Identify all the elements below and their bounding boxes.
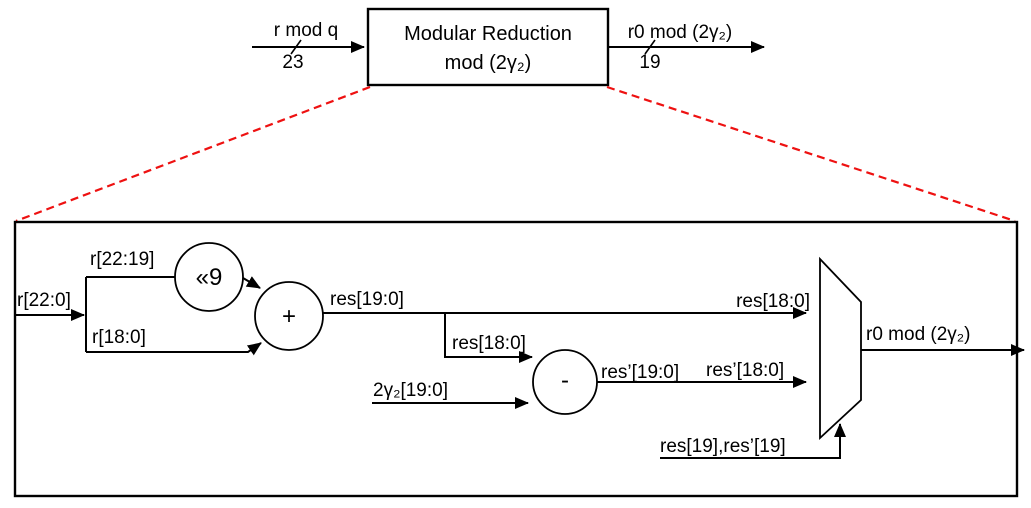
zoom-dashed-line-right: [606, 85, 1016, 223]
adder-op-label: +: [282, 303, 296, 330]
sub-branch-label: res[18:0]: [452, 333, 526, 354]
modular-reduction-block: [366, 7, 610, 87]
adder-circle: [254, 281, 324, 351]
overview-input-buswidth-tick: [290, 39, 302, 55]
overview-output-buswidth-tick: [644, 39, 656, 55]
block-title-line2: mod (2γ₂): [445, 52, 532, 74]
sub-branch-wire: [444, 313, 533, 363]
mux-in0-label: res[18:0]: [736, 291, 810, 312]
adder-output-label: res[19:0]: [330, 289, 404, 310]
mux-shape: [819, 256, 862, 441]
mux-select-wire: [660, 423, 846, 459]
mux-output-label: r0 mod (2γ₂): [866, 324, 971, 345]
overview-input-label: r mod q: [274, 20, 338, 41]
shifter-to-adder-wire: [242, 276, 261, 289]
detail-box: [13, 220, 1019, 498]
mux-select-label: res[19],res’[19]: [660, 436, 786, 457]
split-high-label: r[22:19]: [90, 249, 154, 270]
split-low-wire: [86, 342, 262, 356]
modulus-label: 2γ₂[19:0]: [373, 380, 448, 401]
overview-output-buswidth: 19: [639, 52, 660, 73]
overview-input-buswidth: 23: [282, 52, 303, 73]
overview-output-label: r0 mod (2γ₂): [628, 22, 733, 43]
mux-in1-label: res’[18:0]: [706, 360, 784, 381]
zoom-dashed-line-left: [15, 85, 371, 223]
split-low-label: r[18:0]: [92, 327, 146, 348]
shifter-circle: [174, 242, 244, 312]
block-title-line1: Modular Reduction: [404, 23, 572, 45]
subtractor-op-label: -: [561, 367, 569, 394]
detail-input-label: r[22:0]: [17, 290, 71, 311]
subtractor-circle: [532, 349, 598, 415]
shifter-op-label: «9: [196, 264, 223, 291]
sub-output-label: res’[19:0]: [601, 362, 679, 383]
